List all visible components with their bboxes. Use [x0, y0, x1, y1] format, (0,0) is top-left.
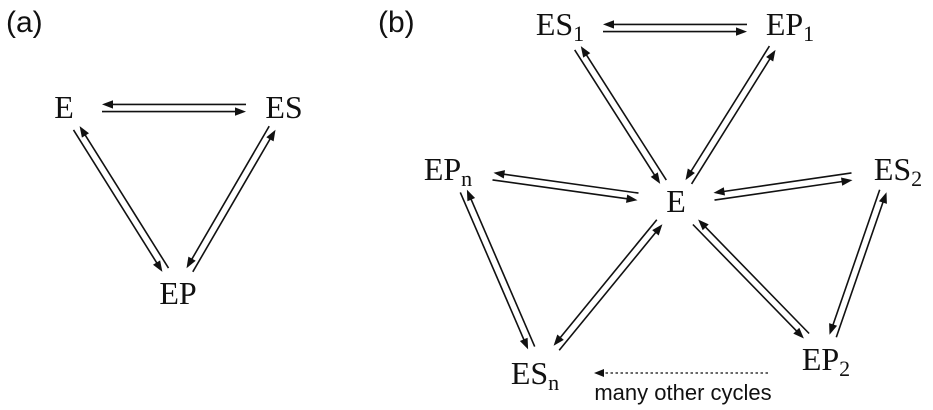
reaction-forward-line [574, 49, 658, 179]
arrows-layer [72, 20, 887, 351]
reaction-forward-arrowhead [153, 260, 163, 272]
reaction-forward-line [189, 125, 270, 263]
node-b-ES2: ES2 [874, 151, 922, 191]
reaction-backward-line [557, 219, 658, 342]
node-a-EP: EP [159, 275, 196, 311]
reaction-forward-arrowhead [841, 177, 853, 186]
reaction-forward-line [692, 223, 800, 335]
dotted-arrow-head [594, 369, 604, 377]
note-many-other-cycles: many other cycles [594, 380, 771, 405]
reaction-backward-arrowhead [878, 192, 887, 204]
reaction-backward-arrowhead [266, 129, 276, 142]
reaction-backward-line [690, 55, 773, 185]
reaction-forward-line [558, 228, 659, 351]
panel-label-b: (b) [378, 6, 415, 39]
reaction-backward-arrowhead [493, 170, 505, 179]
node-b-E: E [666, 183, 686, 219]
reaction-backward-line [468, 195, 536, 347]
reaction-backward-arrowhead [79, 126, 89, 138]
reaction-backward-arrowhead [713, 187, 725, 196]
reaction-backward-arrowhead [466, 189, 476, 202]
node-b-EPn: EPn [424, 151, 472, 191]
reaction-forward-arrowhead [652, 224, 663, 236]
node-b-ES1: ES1 [536, 6, 584, 46]
node-a-E: E [54, 89, 74, 125]
reaction-forward-arrowhead [186, 256, 196, 269]
reaction-forward-arrowhead [829, 323, 838, 335]
reaction-forward-line [459, 192, 527, 344]
reaction-forward-arrowhead [626, 194, 638, 203]
reaction-forward-line [688, 45, 771, 175]
node-a-ES: ES [265, 89, 302, 125]
reaction-backward-arrowhead [766, 49, 776, 62]
reaction-backward-arrowhead [553, 334, 564, 346]
reaction-forward-line [72, 129, 160, 267]
reaction-forward-line [830, 189, 881, 329]
reaction-forward-line [492, 179, 632, 201]
node-b-EP2: EP2 [802, 341, 850, 381]
reaction-backward-line [499, 172, 639, 194]
reaction-backward-line [702, 223, 810, 335]
reaction-backward-line [192, 135, 273, 273]
panel-label-a: (a) [6, 6, 43, 39]
reaction-backward-arrowhead [603, 20, 614, 29]
reaction-forward-arrowhead [650, 172, 661, 184]
reaction-backward-line [583, 51, 667, 181]
reaction-backward-line [719, 172, 852, 193]
reaction-forward-arrowhead [519, 337, 529, 350]
reaction-forward-arrowhead [793, 327, 804, 339]
reaction-backward-line [835, 198, 886, 338]
reaction-backward-arrowhead [102, 100, 113, 109]
reaction-backward-arrowhead [698, 219, 709, 231]
reaction-forward-line [714, 180, 847, 201]
reaction-backward-arrowhead [580, 46, 591, 58]
node-b-ESn: ESn [511, 355, 559, 395]
reaction-forward-arrowhead [235, 107, 246, 116]
reaction-forward-arrowhead [736, 27, 747, 36]
reaction-backward-line [82, 131, 170, 269]
node-b-EP1: EP1 [766, 6, 814, 46]
reaction-forward-arrowhead [685, 168, 695, 181]
